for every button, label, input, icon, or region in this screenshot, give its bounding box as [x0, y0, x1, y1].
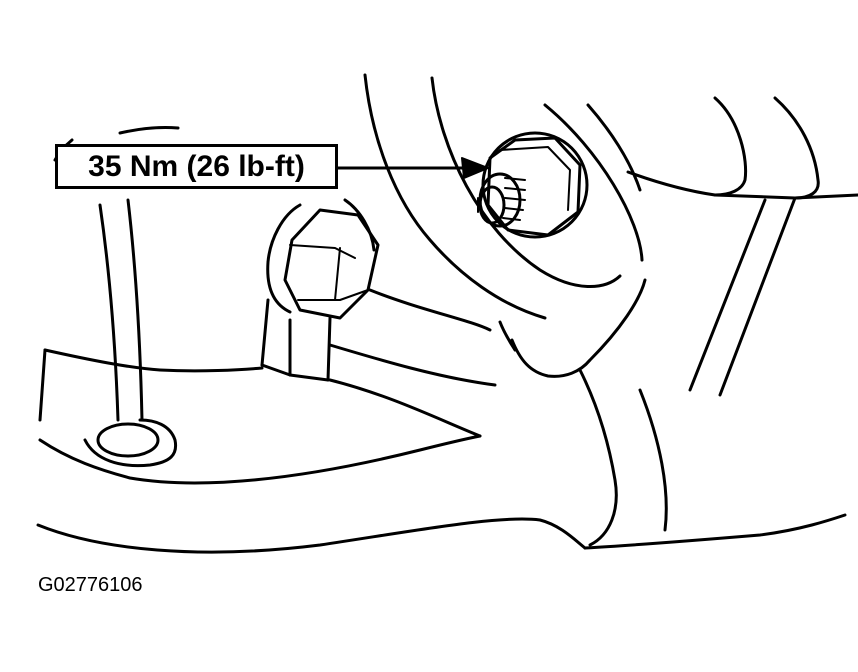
leader-line	[336, 157, 489, 179]
knuckle-body	[363, 73, 647, 378]
lower-control-arm	[36, 198, 847, 554]
torque-spec-label: 35 Nm (26 lb-ft)	[55, 144, 338, 189]
ball-joint-nut	[477, 131, 589, 239]
pinch-bolt	[260, 198, 497, 387]
figure-id: G02776106	[38, 574, 143, 596]
upper-arm	[626, 96, 858, 397]
